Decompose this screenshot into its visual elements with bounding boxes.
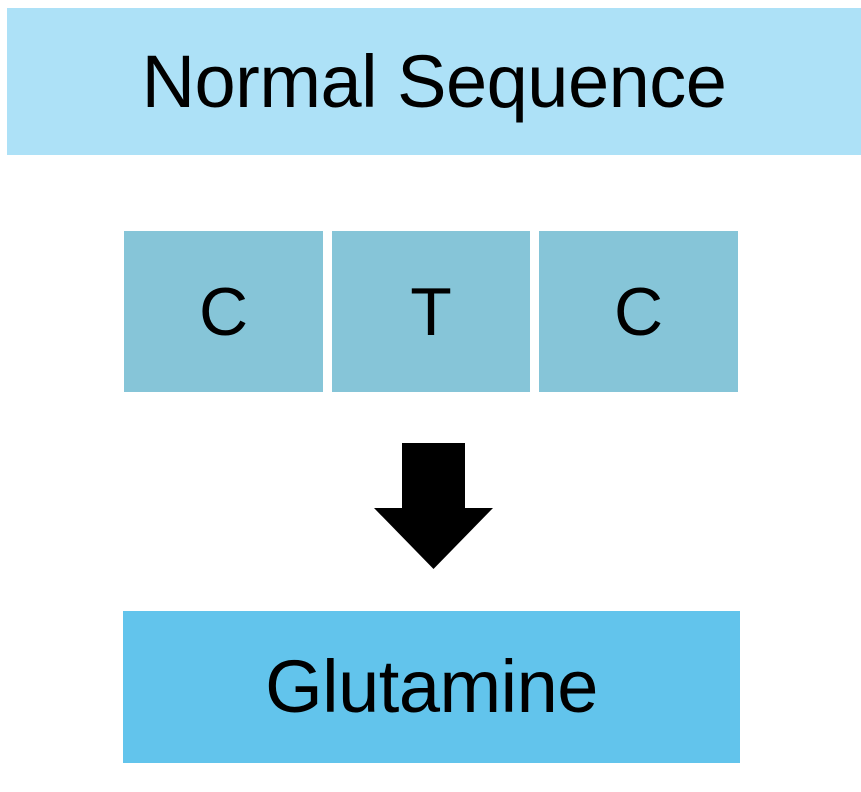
page-title: Normal Sequence [141,39,727,123]
header-banner: Normal Sequence [7,8,861,155]
down-arrow-icon [374,443,493,569]
codon-base-3-letter: C [613,273,664,350]
result-label: Glutamine [265,645,598,728]
codon-base-2: T [332,231,530,392]
codon-base-3: C [539,231,738,392]
codon-base-1: C [124,231,323,392]
codon-base-2-letter: T [410,273,452,350]
down-arrow-shape [374,443,493,569]
result-box: Glutamine [123,611,740,763]
codon-base-1-letter: C [198,273,249,350]
codon-sequence-row: C T C [124,231,738,392]
